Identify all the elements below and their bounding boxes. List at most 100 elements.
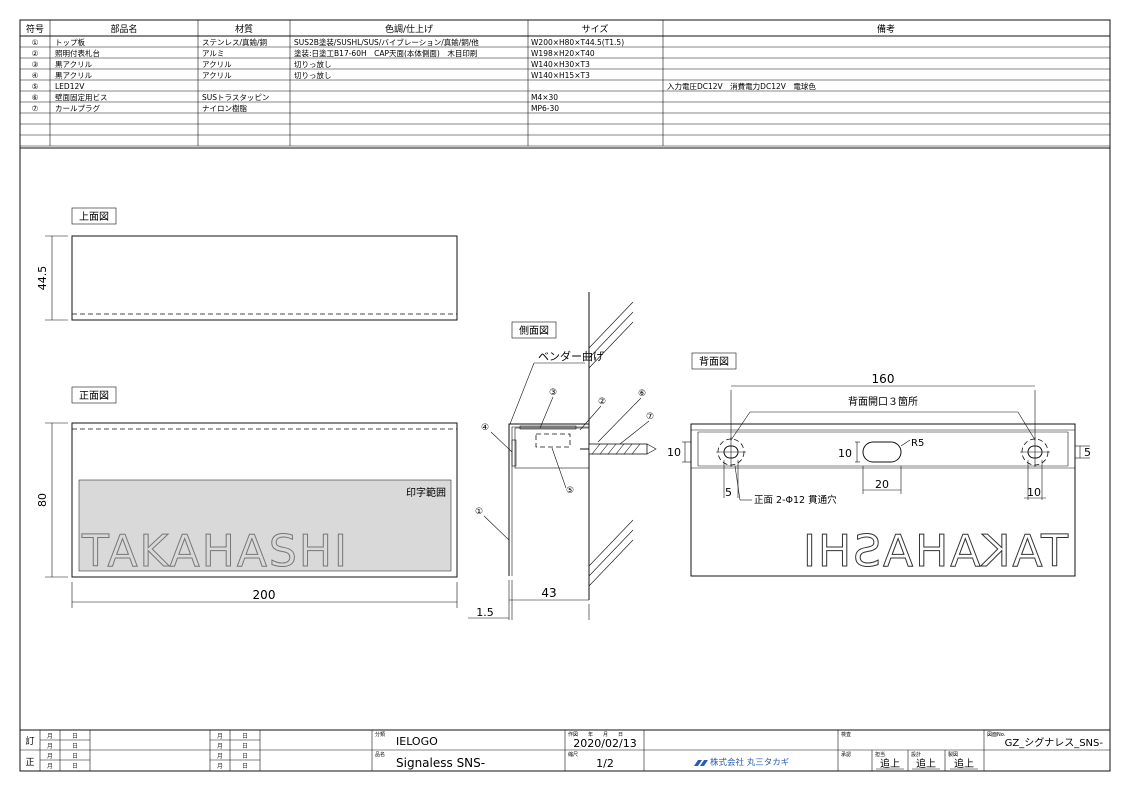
svg-text:日: 日	[242, 753, 248, 760]
parts-table: 符号 部品名 材質 色調/仕上げ サイズ 備考 ① トップ板 ステンレス/真鍮/…	[20, 20, 1110, 149]
svg-text:LED12V: LED12V	[55, 82, 85, 91]
hinmei-label: 品名	[375, 751, 385, 758]
back-dim-10-right: 10	[1027, 486, 1041, 499]
front-dim-200: 200	[253, 588, 276, 602]
svg-text:照明付表札台: 照明付表札台	[55, 48, 100, 58]
svg-text:日: 日	[242, 743, 248, 750]
side-view: 側面図 ベンダー曲げ ③ ② ⑥ ⑦ ④ ⑤	[468, 292, 657, 620]
bunrui-label: 分類	[375, 731, 385, 738]
table-row: ⑥ 壁面固定用ビス SUSトラスタッピン M4×30	[32, 92, 559, 102]
callout-4: ④	[481, 423, 489, 433]
svg-text:切りっ放し: 切りっ放し	[294, 70, 332, 80]
svg-text:切りっ放し: 切りっ放し	[294, 59, 332, 69]
svg-text:日: 日	[72, 753, 78, 760]
side-dim-43: 43	[541, 586, 556, 600]
side-view-label: 側面図	[519, 324, 549, 337]
print-area	[78, 479, 452, 572]
svg-text:日: 日	[242, 763, 248, 770]
svg-text:入力電圧DC12V 消費電力DC12V 電球色: 入力電圧DC12V 消費電力DC12V 電球色	[667, 81, 816, 91]
svg-text:月: 月	[217, 743, 223, 750]
drawing-scale: 1/2	[596, 757, 614, 770]
svg-text:アクリル: アクリル	[202, 71, 232, 80]
sample-name-text: TAKAHASHI	[81, 526, 349, 577]
svg-text:月: 月	[217, 763, 223, 770]
svg-text:日: 日	[72, 733, 78, 740]
back-dim-10-center: 10	[838, 447, 852, 460]
bender-label: ベンダー曲げ	[538, 349, 604, 363]
svg-text:⑦: ⑦	[32, 104, 39, 113]
svg-text:月: 月	[47, 743, 53, 750]
back-dim-160: 160	[872, 372, 895, 386]
svg-text:SUSトラスタッピン: SUSトラスタッピン	[202, 93, 269, 102]
table-row: ③ 黒アクリル アクリル 切りっ放し W140×H30×T3	[32, 59, 590, 69]
title-block: 訂 正 月 日 月 日 月 日 月 日 月 日 月 日 月 日 月 日 分類 I…	[20, 729, 1110, 771]
svg-text:カールプラグ: カールプラグ	[55, 103, 100, 113]
svg-text:月: 月	[217, 753, 223, 760]
svg-text:W198×H20×T40: W198×H20×T40	[531, 49, 595, 58]
company-name: 株式会社 丸三タカギ	[710, 757, 790, 768]
callout-1: ①	[475, 507, 483, 517]
stamp-2: 追上	[916, 757, 936, 770]
svg-text:日: 日	[72, 763, 78, 770]
bunrui-value: IELOGO	[396, 735, 438, 748]
svg-text:③: ③	[32, 60, 39, 69]
svg-text:W140×H15×T3: W140×H15×T3	[531, 71, 590, 80]
table-row: ⑤ LED12V 入力電圧DC12V 消費電力DC12V 電球色	[32, 81, 817, 91]
table-row: ④ 黒アクリル アクリル 切りっ放し W140×H15×T3	[32, 70, 590, 80]
back-dim-5-left: 5	[725, 486, 732, 499]
svg-text:④: ④	[32, 71, 39, 80]
callout-2: ②	[598, 397, 606, 407]
top-dim-44-5: 44.5	[36, 266, 49, 291]
svg-text:アクリル: アクリル	[202, 60, 232, 69]
table-row: ① トップ板 ステンレス/真鍮/銅 SUS2B塗装/SUSHL/SUS/バイブレ…	[32, 37, 625, 47]
back-dim-r5: R5	[911, 438, 924, 449]
revision-char-2: 正	[25, 758, 34, 768]
scale-label: 縮尺	[568, 751, 578, 758]
svg-text:月: 月	[47, 733, 53, 740]
svg-text:月: 月	[47, 763, 53, 770]
callout-6: ⑥	[638, 389, 646, 399]
mirrored-sample-text: TAKAHASHI	[801, 526, 1069, 577]
svg-text:ステンレス/真鍮/銅: ステンレス/真鍮/銅	[202, 37, 267, 47]
svg-text:日: 日	[72, 743, 78, 750]
svg-text:月: 月	[47, 753, 53, 760]
header-size: サイズ	[582, 23, 609, 35]
svg-text:⑥: ⑥	[32, 93, 39, 102]
svg-text:黒アクリル: 黒アクリル	[55, 60, 93, 69]
front-dim-80: 80	[36, 493, 49, 507]
callout-5: ⑤	[566, 486, 574, 496]
svg-text:黒アクリル: 黒アクリル	[55, 71, 93, 80]
back-dim-10-left: 10	[667, 446, 681, 459]
revision-char-1: 訂	[25, 735, 34, 747]
header-name: 部品名	[110, 23, 137, 35]
svg-text:塗装:日塗工B17-60H CAP天面(本体側面) 木目印刷: 塗装:日塗工B17-60H CAP天面(本体側面) 木目印刷	[294, 48, 477, 58]
svg-text:トップ板: トップ板	[55, 37, 85, 47]
header-no: 符号	[26, 23, 44, 35]
svg-text:M4×30: M4×30	[531, 93, 558, 102]
side-dim-1-5: 1.5	[476, 606, 494, 619]
svg-text:壁面固定用ビス: 壁面固定用ビス	[55, 92, 108, 102]
back-holes-label: 正面 2-Φ12 貫通穴	[754, 494, 837, 506]
drawing-date: 2020/02/13	[573, 737, 636, 750]
table-row: ② 照明付表札台 アルミ 塗装:日塗工B17-60H CAP天面(本体側面) 木…	[32, 48, 595, 58]
back-dim-20: 20	[875, 478, 889, 491]
header-note: 備考	[877, 23, 895, 35]
center-slot	[862, 441, 902, 463]
back-dim-5-right: 5	[1084, 446, 1091, 459]
company-logo-icon	[694, 760, 708, 766]
front-view: 正面図 印字範囲 TAKAHASHI 80 200	[36, 386, 458, 608]
back-view: 背面図 160 背面開口３箇所 R5 10 10	[667, 352, 1091, 578]
svg-text:アルミ: アルミ	[202, 49, 224, 58]
header-material: 材質	[235, 23, 253, 35]
date-label: 作図 年 月 日	[568, 731, 623, 738]
svg-text:日: 日	[242, 733, 248, 740]
shounin-label: 承認	[841, 751, 851, 758]
back-openings-label: 背面開口３箇所	[848, 395, 918, 408]
front-view-label: 正面図	[79, 390, 109, 402]
top-view: 上面図 44.5	[36, 207, 458, 321]
top-view-label: 上面図	[79, 211, 109, 223]
stamp-1: 追上	[880, 757, 900, 770]
cell-label-2: 設計	[911, 751, 921, 758]
back-view-label: 背面図	[699, 355, 729, 368]
